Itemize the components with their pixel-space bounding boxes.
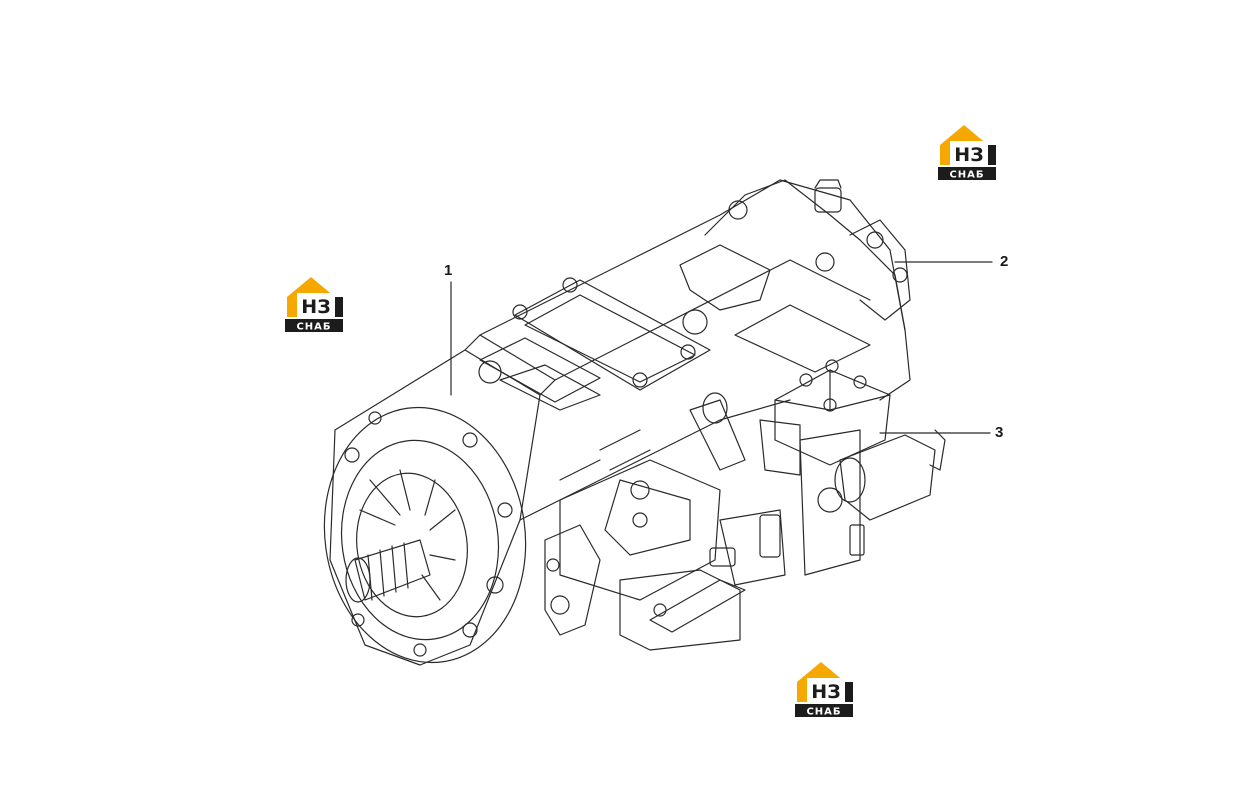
lower-control-valve bbox=[544, 459, 786, 651]
callout-1: 1 bbox=[444, 262, 453, 279]
watermark-logo-top-right: НЗ СНАБ bbox=[938, 125, 996, 181]
main-housing bbox=[478, 179, 911, 521]
watermark-caption: СНАБ bbox=[806, 707, 841, 718]
watermark-mark: НЗ bbox=[954, 144, 983, 166]
watermark-mark: НЗ bbox=[811, 681, 840, 703]
rear-housing bbox=[704, 179, 911, 331]
callout-3: 3 bbox=[995, 424, 1004, 441]
watermark-caption: СНАБ bbox=[949, 170, 984, 181]
watermark-logo-bottom: НЗ СНАБ bbox=[795, 662, 853, 718]
regulator-assembly bbox=[689, 369, 946, 576]
callout-2: 2 bbox=[1000, 253, 1009, 270]
front-pump-body bbox=[323, 334, 556, 666]
watermark-logo-left: НЗ СНАБ bbox=[285, 277, 343, 333]
watermark-mark: НЗ bbox=[301, 296, 330, 318]
watermark-caption: СНАБ bbox=[296, 322, 331, 333]
